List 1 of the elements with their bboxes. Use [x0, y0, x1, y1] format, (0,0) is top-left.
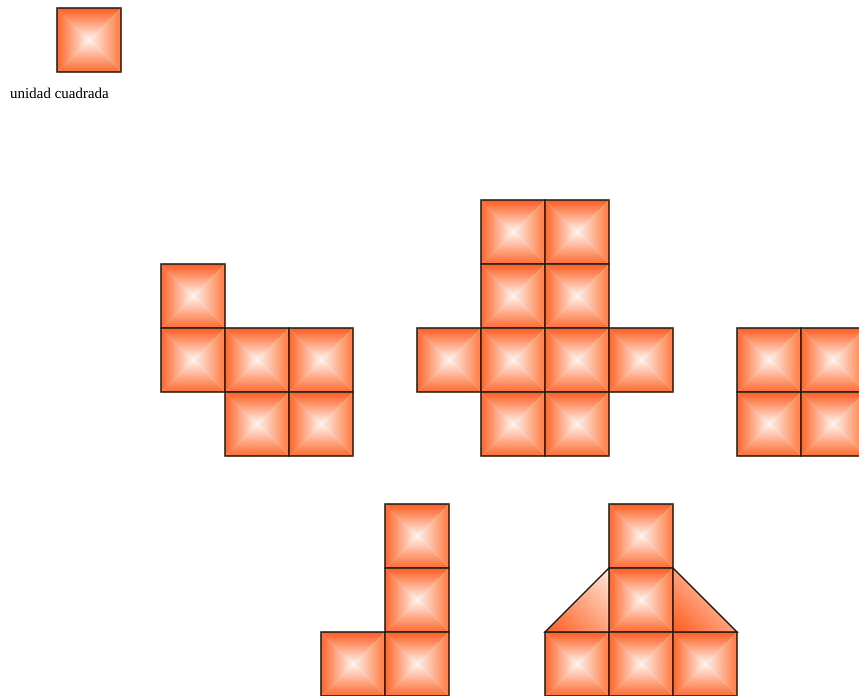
- unit-label: unidad cuadrada: [10, 87, 109, 102]
